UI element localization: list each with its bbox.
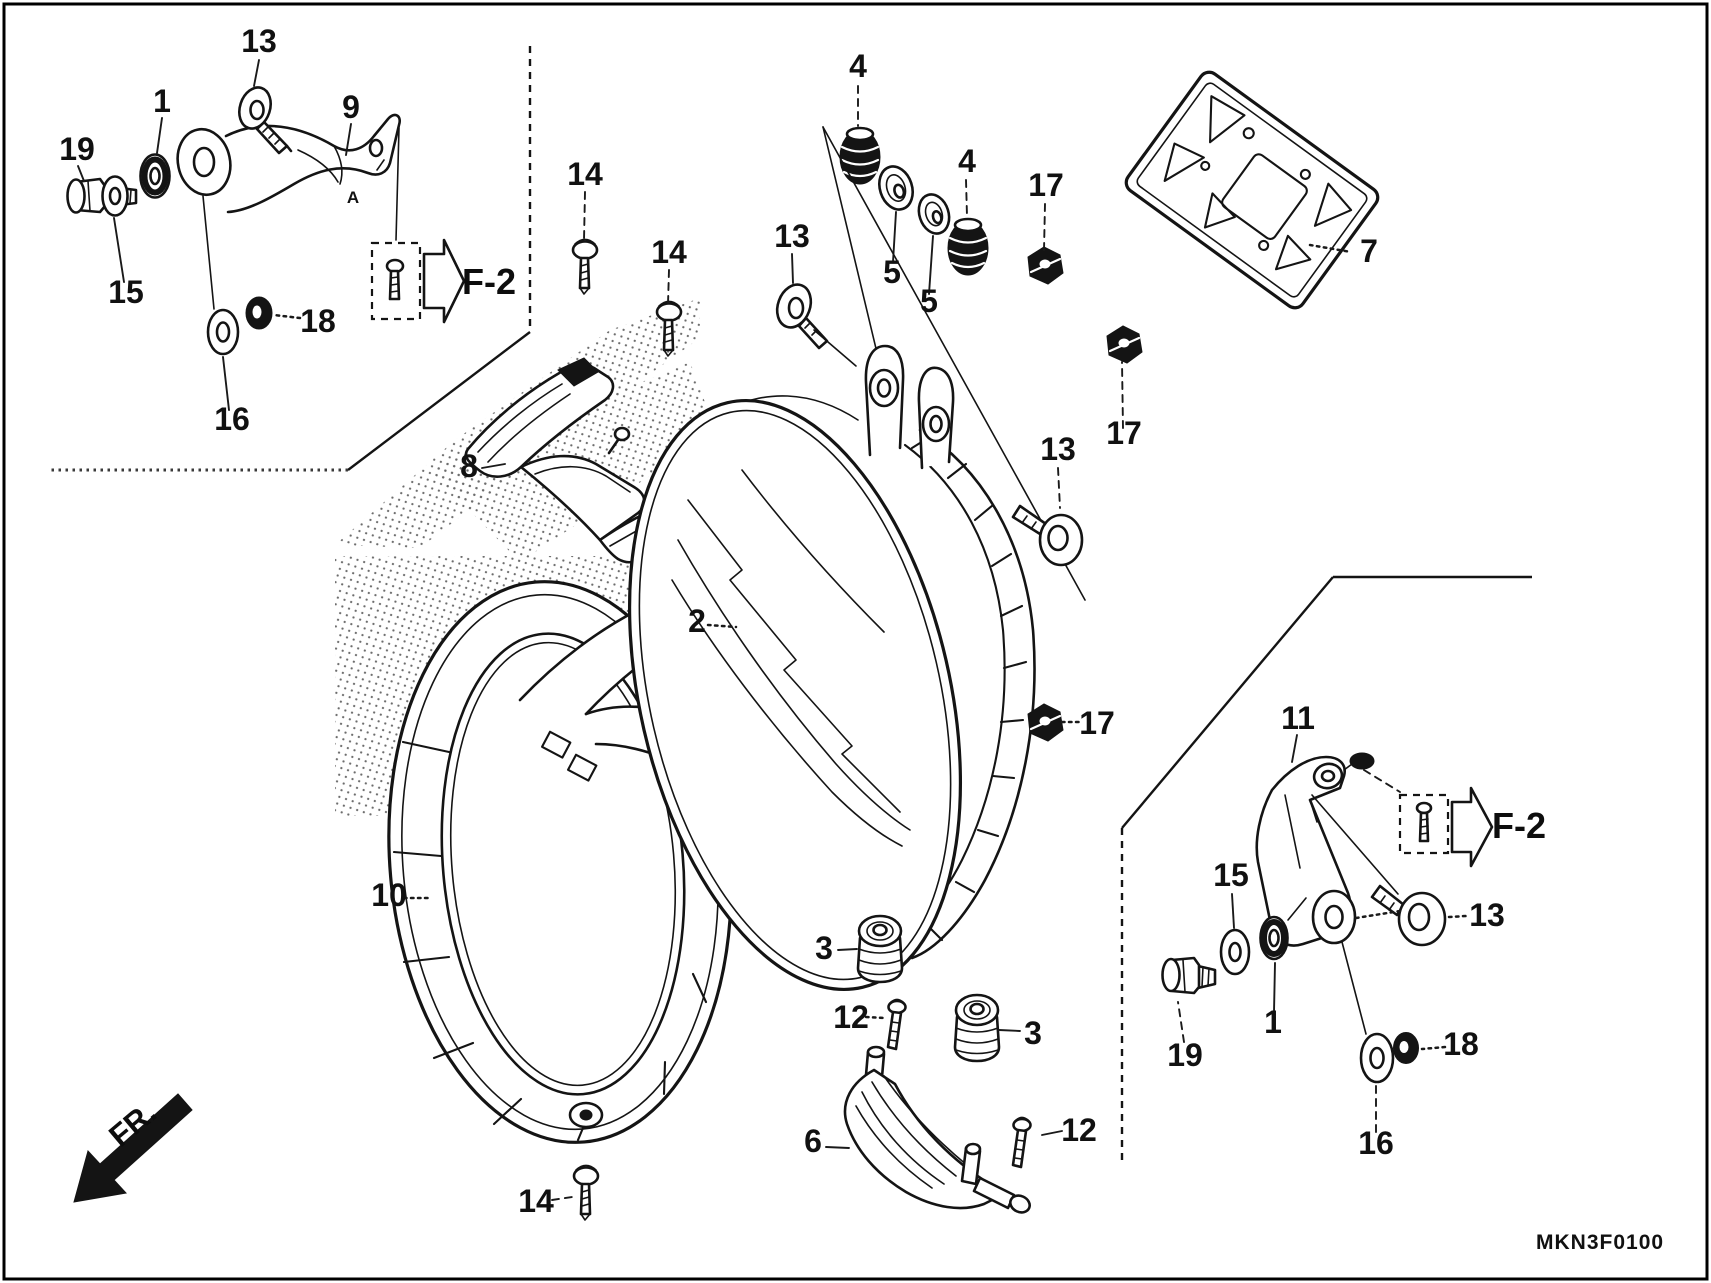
callout-12: 12 bbox=[833, 999, 869, 1035]
callout-15: 15 bbox=[108, 274, 144, 310]
callout-19: 19 bbox=[1167, 1037, 1203, 1073]
callout-5: 5 bbox=[883, 254, 901, 290]
nut-17-c bbox=[1026, 702, 1082, 743]
washer-15-right bbox=[1219, 893, 1251, 976]
lower-cover-6 bbox=[825, 1045, 1031, 1214]
screw-12-a bbox=[864, 998, 907, 1051]
callout-10: 10 bbox=[371, 877, 407, 913]
flange-bolt-13-right-cluster bbox=[1354, 884, 1468, 947]
callout-16: 16 bbox=[214, 401, 250, 437]
callout-9: 9 bbox=[342, 89, 360, 125]
setting-plate-7 bbox=[1124, 70, 1380, 310]
washer-16-right bbox=[1341, 941, 1395, 1133]
stay-bracket-11 bbox=[1255, 734, 1401, 947]
callout-16: 16 bbox=[1358, 1125, 1394, 1161]
callout-1: 1 bbox=[153, 83, 171, 119]
callout-3: 3 bbox=[1024, 1015, 1042, 1051]
callout-18: 18 bbox=[1443, 1026, 1479, 1062]
rubber-mount-4-a bbox=[838, 126, 882, 186]
tapping-screw-14-a bbox=[571, 238, 599, 296]
callout-13: 13 bbox=[774, 218, 810, 254]
rubber-mount-4-b bbox=[946, 217, 990, 277]
callout-17: 17 bbox=[1106, 415, 1142, 451]
washer-15-left bbox=[101, 175, 129, 217]
stay-bracket-9 bbox=[176, 113, 401, 214]
callout-14: 14 bbox=[518, 1183, 554, 1219]
nut-18-left bbox=[245, 296, 273, 330]
nut-17-b bbox=[1105, 324, 1144, 365]
collar-1-left bbox=[139, 153, 171, 199]
leader-lines-top-left bbox=[77, 59, 400, 411]
callout-19: 19 bbox=[59, 131, 95, 167]
drawing-code: MKN3F0100 bbox=[1536, 1231, 1664, 1254]
callout-17: 17 bbox=[1028, 167, 1064, 203]
callout-13: 13 bbox=[1469, 897, 1505, 933]
callout-17: 17 bbox=[1079, 705, 1115, 741]
washer-5-b bbox=[917, 193, 951, 235]
nut-18-right bbox=[1393, 1032, 1447, 1064]
flange-bolt-13-middle bbox=[775, 283, 829, 350]
callout-3: 3 bbox=[815, 930, 833, 966]
callout-14: 14 bbox=[567, 156, 603, 192]
rubber-mount-3-b bbox=[953, 993, 1021, 1063]
callout-12: 12 bbox=[1061, 1112, 1097, 1148]
callout-13: 13 bbox=[1040, 431, 1076, 467]
callout-18: 18 bbox=[300, 303, 336, 339]
f2-arrow-icon bbox=[1450, 786, 1494, 868]
bracket-mark-a: A bbox=[347, 188, 359, 207]
fr-arrow-icon bbox=[73, 1093, 193, 1203]
washer-16-left bbox=[206, 308, 240, 356]
frame-ref-f2-left bbox=[370, 238, 466, 324]
headlight-unit-2 bbox=[627, 344, 1036, 991]
callout-6: 6 bbox=[804, 1123, 822, 1159]
callout-2: 2 bbox=[688, 603, 706, 639]
screw-12-b bbox=[1011, 1116, 1063, 1169]
rubber-mount-3-a bbox=[837, 914, 904, 984]
frame-ref-label-1: F-2 bbox=[1492, 805, 1546, 846]
callout-14: 14 bbox=[651, 234, 687, 270]
washer-5-a bbox=[878, 165, 914, 211]
detail-partition-top-left bbox=[48, 46, 532, 472]
callout-11: 11 bbox=[1281, 700, 1315, 736]
callout-4: 4 bbox=[958, 143, 976, 179]
flange-bolt-19-right bbox=[1161, 956, 1217, 1043]
callout-8: 8 bbox=[460, 448, 478, 484]
flange-bolt-13-right-of-unit bbox=[1011, 467, 1084, 567]
headlight-bracket-8 bbox=[464, 357, 667, 564]
callout-7: 7 bbox=[1360, 233, 1378, 269]
frame-ref-f2-right bbox=[1398, 786, 1494, 868]
flange-screw-13-top-left bbox=[238, 86, 293, 155]
callout-1: 1 bbox=[1264, 1004, 1282, 1040]
frame-ref-label-0: F-2 bbox=[462, 261, 516, 302]
nut-17-a bbox=[1026, 245, 1065, 286]
collar-1-right bbox=[1259, 897, 1307, 1013]
front-direction-arrow: FR. bbox=[73, 1093, 193, 1203]
callout-4: 4 bbox=[849, 48, 867, 84]
callout-15: 15 bbox=[1213, 857, 1249, 893]
callout-5: 5 bbox=[920, 283, 938, 319]
tapping-screw-14-c bbox=[551, 1164, 600, 1222]
detail-partition-right bbox=[1120, 575, 1532, 1162]
callout-13: 13 bbox=[241, 23, 277, 59]
f2-arrow-icon bbox=[422, 238, 466, 324]
